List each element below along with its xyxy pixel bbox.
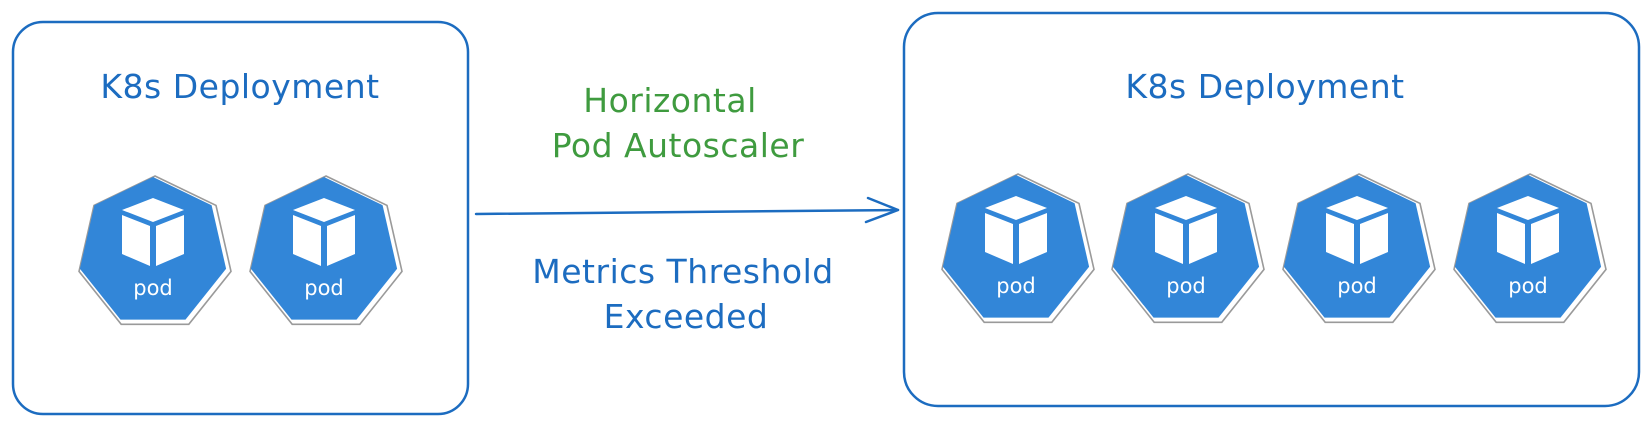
arrow-shaft — [474, 208, 900, 216]
left-deployment: K8s Deployment pod pod — [11, 20, 470, 416]
pod: pod — [941, 173, 1095, 324]
right-deployment-box — [902, 11, 1641, 408]
right-pod-group: pod pod pod pod — [941, 173, 1607, 324]
pod-label: pod — [1166, 274, 1206, 298]
pod-cube-icon — [985, 196, 1047, 264]
right-deployment: K8s Deployment pod pod pod pod — [902, 11, 1641, 408]
pod-label: pod — [304, 276, 344, 300]
metrics-label-line1: Metrics Threshold — [532, 252, 833, 291]
pod-heptagon-icon — [1454, 175, 1602, 318]
right-deployment-title: K8s Deployment — [1125, 67, 1404, 106]
pod-label: pod — [133, 276, 173, 300]
metrics-label-line2: Exceeded — [604, 297, 769, 336]
left-deployment-title: K8s Deployment — [100, 67, 379, 106]
pod-cube-icon — [1326, 196, 1388, 264]
pod-heptagon-icon — [1112, 175, 1260, 318]
pod-label: pod — [996, 274, 1036, 298]
pod-heptagon-icon — [79, 177, 227, 320]
pod-cube-icon — [1155, 196, 1217, 264]
pod-label: pod — [1508, 274, 1548, 298]
pod: pod — [78, 175, 232, 326]
pod-cube-icon — [1497, 196, 1559, 264]
pod-heptagon-icon — [942, 175, 1090, 318]
pod-label: pod — [1337, 274, 1377, 298]
pod: pod — [1111, 173, 1265, 324]
pod-cube-icon — [293, 198, 355, 266]
hpa-label-line2: Pod Autoscaler — [552, 126, 805, 165]
pod-heptagon-icon — [1283, 175, 1431, 318]
arrow-head-icon — [864, 196, 900, 224]
pod-heptagon-icon — [250, 177, 398, 320]
pod-cube-icon — [122, 198, 184, 266]
scale-arrow — [474, 196, 900, 224]
pod: pod — [1453, 173, 1607, 324]
pod: pod — [249, 175, 403, 326]
left-pod-group: pod pod — [78, 175, 403, 326]
pod: pod — [1282, 173, 1436, 324]
hpa-label-line1: Horizontal — [583, 81, 757, 120]
